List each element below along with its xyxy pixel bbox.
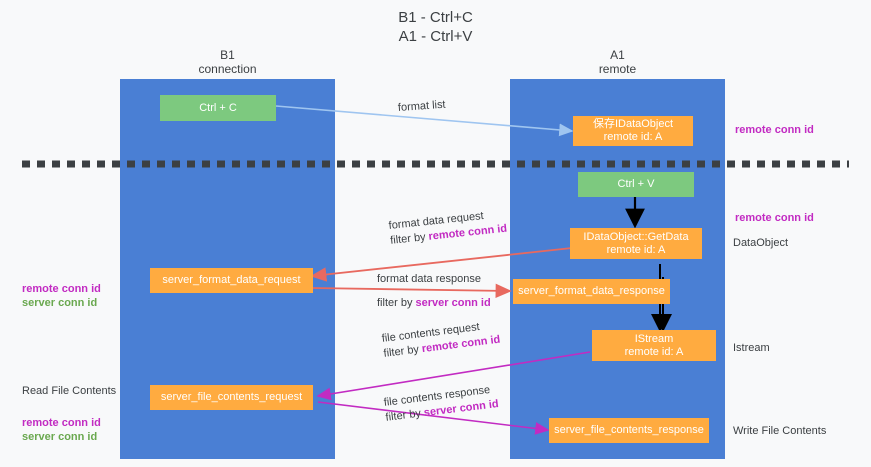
- annotation-remote-conn-id-left-lower: remote conn id: [22, 417, 101, 429]
- filter-prefix: filter by: [377, 297, 416, 309]
- annotation-conn-ids-upper: remote conn id server conn id: [22, 268, 101, 310]
- filter-prefix: filter by: [382, 343, 423, 360]
- box-idataobject-store[interactable]: 保存IDataObject remote id: A: [573, 116, 693, 146]
- annotation-remote-conn-id-mid: remote conn id: [735, 212, 814, 224]
- lane-header-b1: B1 connection: [198, 48, 257, 76]
- annotation-write-file-contents: Write File Contents: [733, 425, 827, 437]
- annotation-read-file-contents: Read File Contents: [22, 385, 117, 397]
- box-ctrl-c[interactable]: Ctrl + C: [160, 95, 276, 121]
- edge-label-format-data-response: format data response: [377, 273, 481, 285]
- box-server-format-data-response[interactable]: server_format_data_response: [513, 279, 670, 304]
- annotation-istream: Istream: [733, 342, 770, 354]
- box-idataobject-getdata[interactable]: IDataObject::GetData remote id: A: [570, 228, 702, 259]
- edge-label-format-data-response-filter: filter by server conn id: [377, 296, 491, 311]
- box-server-file-contents-request[interactable]: server_file_contents_request: [150, 385, 313, 410]
- filter-prefix: filter by: [389, 230, 430, 247]
- box-ctrl-v[interactable]: Ctrl + V: [578, 172, 694, 197]
- edge-label-format-list: format list: [397, 98, 446, 114]
- filter-prefix: filter by: [384, 407, 425, 424]
- lane-header-a1: A1 remote: [598, 48, 637, 76]
- annotation-dataobject: DataObject: [733, 237, 789, 249]
- annotation-remote-conn-id-top: remote conn id: [735, 124, 814, 136]
- box-istream[interactable]: IStream remote id: A: [592, 330, 716, 361]
- edge-label-format-data-response-group: format data response filter by server co…: [377, 272, 491, 311]
- annotation-server-conn-id-left-upper: server conn id: [22, 297, 98, 309]
- page-title: B1 - Ctrl+C A1 - Ctrl+V: [398, 9, 473, 45]
- box-server-file-contents-response[interactable]: server_file_contents_response: [549, 418, 709, 443]
- annotation-server-conn-id-left-lower: server conn id: [22, 431, 98, 443]
- filter-key: server conn id: [415, 297, 491, 309]
- annotation-conn-ids-lower: remote conn id server conn id: [22, 402, 101, 444]
- annotation-remote-conn-id-left-upper: remote conn id: [22, 283, 101, 295]
- edge-label-format-data-request-group: format data request filter by remote con…: [388, 207, 508, 249]
- box-server-format-data-request[interactable]: server_format_data_request: [150, 268, 313, 293]
- edge-label-file-contents-response-group: file contents response filter by server …: [383, 382, 500, 426]
- edge-label-file-contents-request-group: file contents request filter by remote c…: [381, 318, 501, 362]
